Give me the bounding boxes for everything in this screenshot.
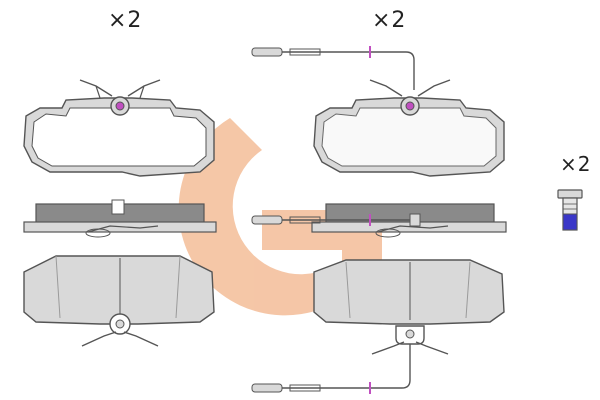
right-bottom-spring-clip-icon bbox=[371, 341, 449, 355]
right-brake-pad-back bbox=[313, 259, 505, 345]
left-brake-pad-back bbox=[23, 255, 215, 335]
left-brake-pad-side bbox=[23, 199, 217, 238]
bolt-quantity-label: ×2 bbox=[560, 152, 592, 176]
left-spring-clip-icon bbox=[79, 79, 161, 99]
right-quantity-label: ×2 bbox=[372, 8, 407, 33]
middle-wear-sensor-icon bbox=[251, 213, 421, 227]
left-bottom-spring-clip-icon bbox=[81, 331, 159, 347]
left-quantity-label: ×2 bbox=[108, 8, 143, 33]
bolt-icon bbox=[557, 189, 583, 231]
bottom-wear-sensor-icon bbox=[251, 344, 411, 394]
top-wear-sensor-icon bbox=[251, 46, 415, 90]
right-brake-pad-front bbox=[313, 96, 505, 177]
left-brake-pad-front bbox=[23, 96, 215, 177]
right-spring-clip-icon bbox=[369, 79, 451, 97]
